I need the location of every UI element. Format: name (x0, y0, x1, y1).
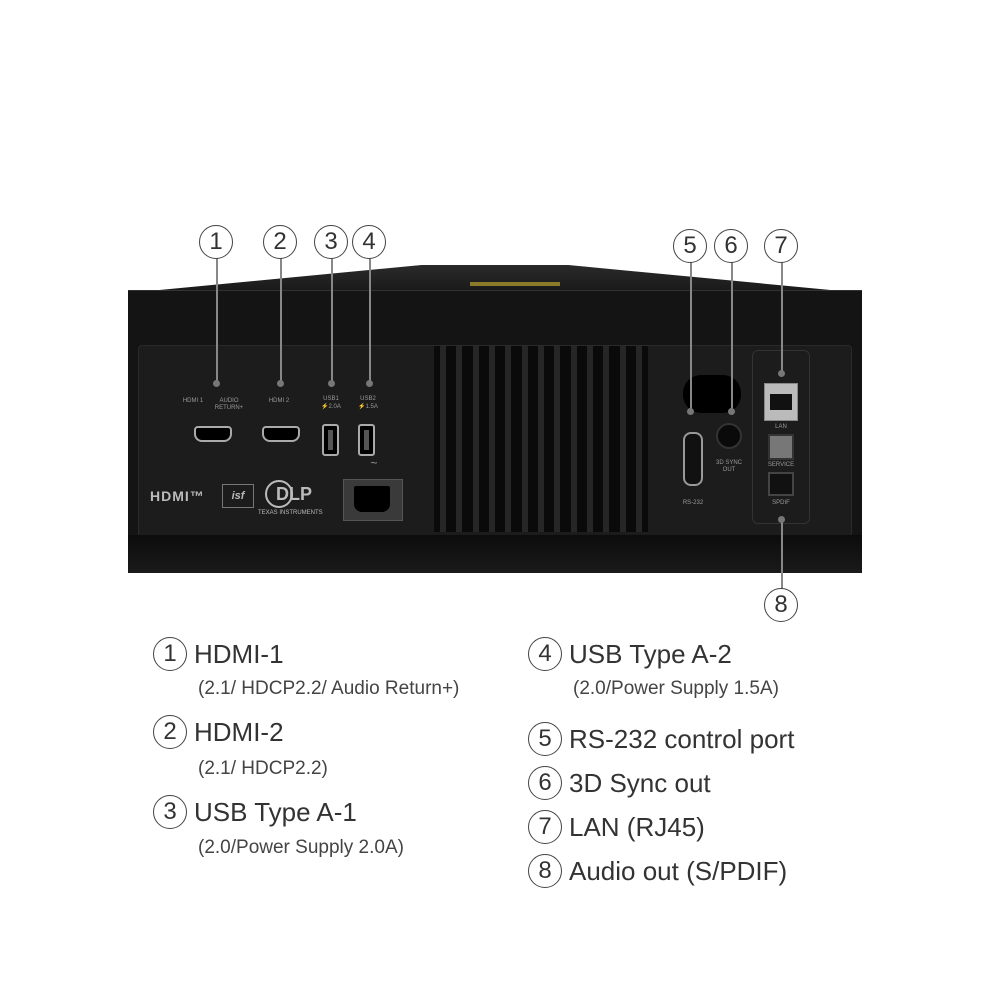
leader-line-1 (216, 258, 218, 382)
legend-sub-1: (2.1/ HDCP2.2/ Audio Return+) (198, 678, 460, 699)
legend-item-6: 6 3D Sync out (528, 766, 711, 800)
legend-title-2: HDMI-2 (194, 717, 284, 747)
cooling-vent (434, 346, 648, 532)
hdmi1-port-label: HDMI 1 (182, 398, 204, 404)
hdmi-logo: HDMI™ (150, 488, 205, 504)
spdif-port-label: SPDIF (772, 500, 790, 506)
hdmi2-port (262, 426, 300, 442)
leader-line-3 (331, 258, 333, 382)
legend-item-1: 1 HDMI-1 (153, 637, 284, 671)
3d-sync-port-label: 3D SYNC OUT (715, 460, 742, 473)
leader-line-4 (369, 258, 371, 382)
legend-title-1: HDMI-1 (194, 639, 284, 669)
service-port-label: SERVICE (767, 462, 795, 468)
legend-sub-4: (2.0/Power Supply 1.5A) (573, 678, 779, 699)
lan-port-label: LAN (775, 424, 787, 430)
leader-line-7 (781, 260, 783, 372)
legend-number-5: 5 (528, 722, 562, 756)
leader-dot-5 (687, 408, 694, 415)
ac-symbol: ~ (370, 456, 378, 470)
legend-item-8: 8 Audio out (S/PDIF) (528, 854, 787, 888)
status-led-strip (470, 282, 560, 286)
callout-3: 3 (314, 225, 348, 259)
dlp-logo-ring (265, 480, 293, 508)
callout-4: 4 (352, 225, 386, 259)
legend-number-6: 6 (528, 766, 562, 800)
legend-item-4: 4 USB Type A-2 (528, 637, 732, 671)
legend-item-5: 5 RS-232 control port (528, 722, 794, 756)
callout-1: 1 (199, 225, 233, 259)
leader-dot-6 (728, 408, 735, 415)
callout-7: 7 (764, 229, 798, 263)
leader-dot-7 (778, 370, 785, 377)
callout-2: 2 (263, 225, 297, 259)
ac-power-inlet (343, 479, 403, 521)
legend-number-2: 2 (153, 715, 187, 749)
leader-dot-3 (328, 380, 335, 387)
callout-8: 8 (764, 588, 798, 622)
usb1-port-label: USB1 (323, 396, 339, 402)
dlp-logo: DLP (276, 484, 312, 504)
legend-number-3: 3 (153, 795, 187, 829)
legend-title-6: 3D Sync out (569, 768, 711, 798)
legend-title-7: LAN (RJ45) (569, 812, 705, 842)
callout-5: 5 (673, 229, 707, 263)
legend-item-3: 3 USB Type A-1 (153, 795, 357, 829)
isf-logo: isf (222, 484, 254, 508)
legend-number-4: 4 (528, 637, 562, 671)
legend-title-5: RS-232 control port (569, 724, 795, 754)
leader-line-8 (781, 520, 783, 590)
service-port (768, 434, 794, 460)
rs232-port (683, 432, 703, 486)
ti-logo: TEXAS INSTRUMENTS (258, 510, 323, 516)
usb2-port-label: USB2 (360, 396, 376, 402)
rs232-port-label: RS-232 (682, 500, 704, 506)
legend-title-4: USB Type A-2 (569, 639, 732, 669)
legend-title-8: Audio out (S/PDIF) (569, 856, 788, 886)
legend-item-2: 2 HDMI-2 (153, 715, 284, 749)
3d-sync-port (716, 423, 742, 449)
hdmi1-port (194, 426, 232, 442)
hdmi2-port-label: HDMI 2 (268, 398, 290, 404)
legend-title-3: USB Type A-1 (194, 797, 357, 827)
leader-line-5 (690, 260, 692, 410)
leader-dot-2 (277, 380, 284, 387)
leader-dot-4 (366, 380, 373, 387)
lan-port (764, 383, 798, 421)
leader-dot-8 (778, 516, 785, 523)
legend-sub-3: (2.0/Power Supply 2.0A) (198, 837, 404, 858)
legend-item-7: 7 LAN (RJ45) (528, 810, 705, 844)
leader-line-2 (280, 258, 282, 382)
leader-line-6 (731, 260, 733, 410)
usb2-port (358, 424, 375, 456)
usb1-power-label: ⚡2.0A (321, 404, 341, 410)
usb1-port (322, 424, 339, 456)
projector-base (128, 535, 862, 573)
audio-return-label: AUDIO RETURN+ (214, 398, 244, 411)
spdif-port (768, 472, 794, 496)
legend-number-7: 7 (528, 810, 562, 844)
legend-number-1: 1 (153, 637, 187, 671)
callout-6: 6 (714, 229, 748, 263)
usb2-power-label: ⚡1.5A (358, 404, 378, 410)
legend-number-8: 8 (528, 854, 562, 888)
legend-sub-2: (2.1/ HDCP2.2) (198, 758, 328, 779)
leader-dot-1 (213, 380, 220, 387)
